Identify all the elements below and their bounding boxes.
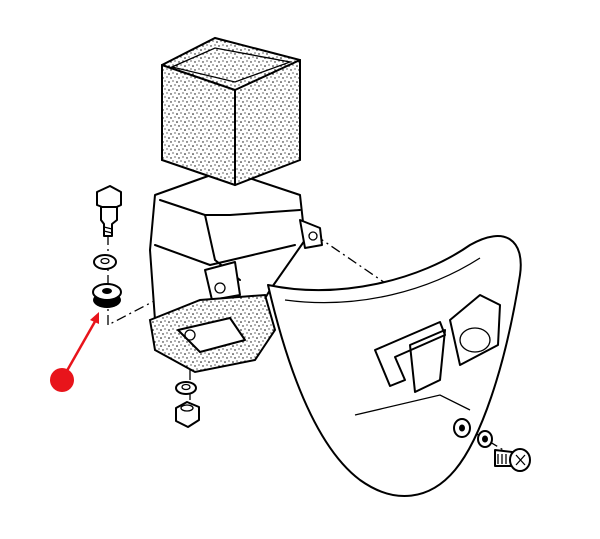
side-cover [267, 235, 522, 497]
screw [494, 448, 531, 472]
red-dot-marker [50, 368, 74, 392]
foam-gasket [148, 293, 277, 374]
washer [453, 418, 471, 438]
arrow-head-icon [90, 312, 99, 324]
bolt [96, 185, 122, 237]
washer [175, 381, 197, 395]
washer [477, 430, 493, 448]
annotation-marker [50, 312, 99, 392]
air-filter-element [161, 36, 301, 187]
rubber-grommet [92, 283, 122, 308]
washer [93, 254, 117, 270]
nut [175, 401, 200, 428]
